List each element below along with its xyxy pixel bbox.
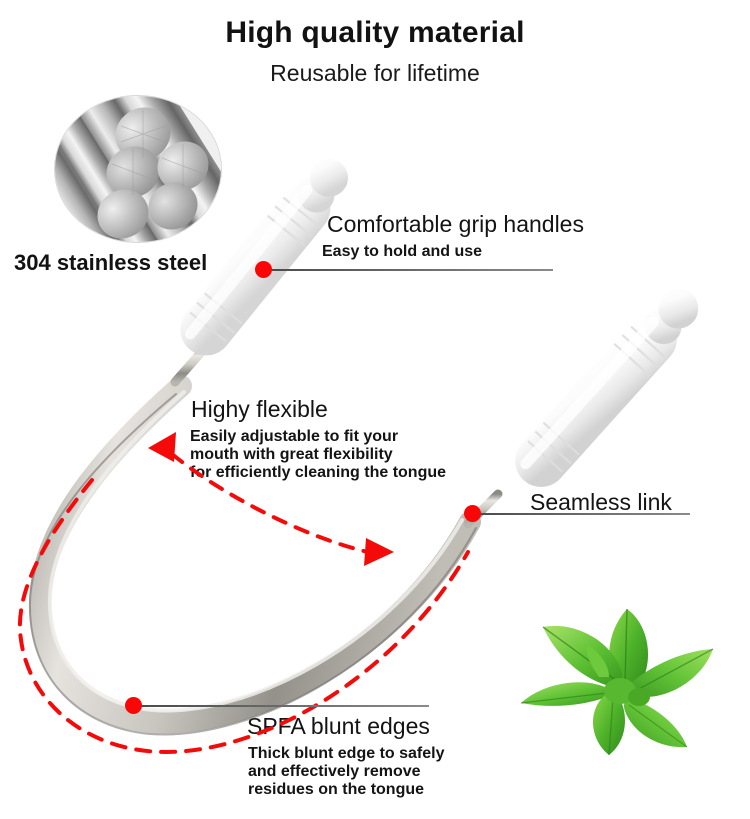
page-subtitle: Reusable for lifetime <box>270 60 480 86</box>
flexibility-dashed-outline <box>17 478 470 755</box>
callout-description-grip: Easy to hold and use <box>322 243 483 260</box>
callout-heading-spfa: SPFA blunt edges <box>247 713 430 739</box>
right-handle <box>515 288 699 487</box>
callout-description-flexible: Easily adjustable to fit your mouth with… <box>190 428 447 481</box>
seamless-marker-dot <box>464 505 481 522</box>
callout-heading-seamless: Seamless link <box>530 489 672 515</box>
stainless-steel-rods-photo <box>55 96 221 242</box>
grip-leader-line <box>263 269 553 271</box>
spfa-marker-dot <box>125 697 142 714</box>
stainless-steel-label: 304 stainless steel <box>14 250 208 275</box>
callout-description-spfa: Thick blunt edge to safely and effective… <box>248 745 445 798</box>
mint-leaves-photo <box>487 565 742 765</box>
callout-heading-grip: Comfortable grip handles <box>327 211 584 237</box>
seamless-leader-line <box>472 513 690 515</box>
grip-marker-dot <box>255 261 272 278</box>
page-title: High quality material <box>225 16 525 49</box>
callout-heading-flexible: Highy flexible <box>191 396 328 422</box>
spfa-leader-line <box>133 705 429 707</box>
